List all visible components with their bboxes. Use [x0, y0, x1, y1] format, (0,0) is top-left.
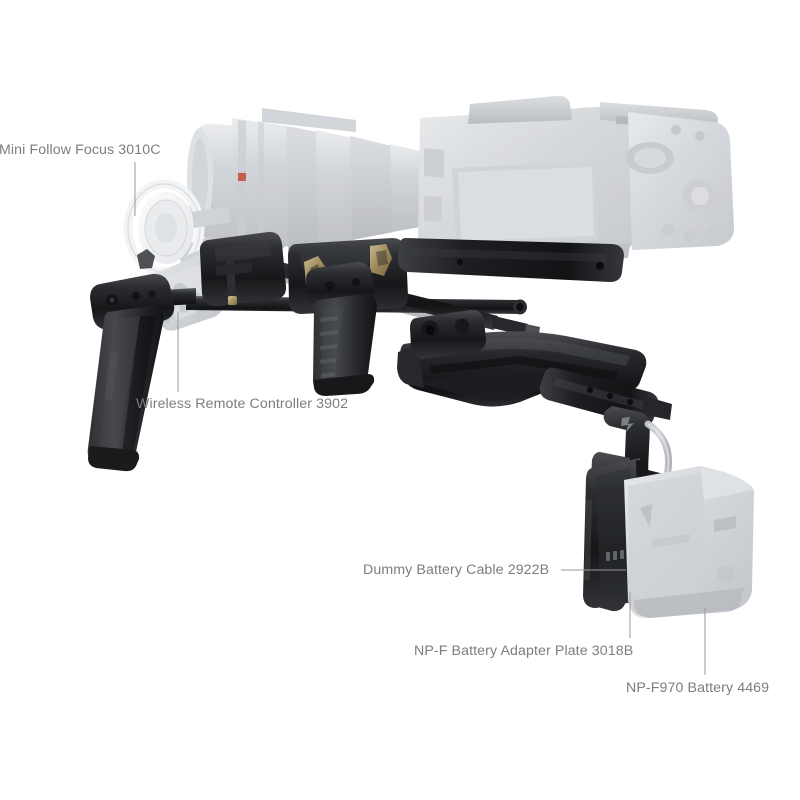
label-np-f-battery-adapter-plate: NP-F Battery Adapter Plate 3018B: [414, 643, 634, 659]
label-wireless-remote-controller: Wireless Remote Controller 3902: [136, 396, 349, 412]
leader-lines: [134, 162, 706, 675]
label-dummy-battery-cable: Dummy Battery Cable 2922B: [363, 562, 550, 578]
ghost-np-f970-battery: [624, 466, 754, 618]
ghost-camera-body: [418, 95, 734, 260]
label-np-f970-battery: NP-F970 Battery 4469: [626, 680, 770, 696]
ghost-cine-lens: [187, 108, 426, 254]
left-side-handle: [87, 273, 175, 472]
ghost-camera-assembly: [187, 95, 734, 260]
right-handle-grip: [313, 293, 377, 392]
right-side-handle: [306, 262, 377, 396]
quick-release-baseplate: [398, 238, 624, 282]
rod-clamp-assembly: [199, 231, 624, 314]
label-mini-follow-focus: Mini Follow Focus 3010C: [0, 142, 161, 158]
